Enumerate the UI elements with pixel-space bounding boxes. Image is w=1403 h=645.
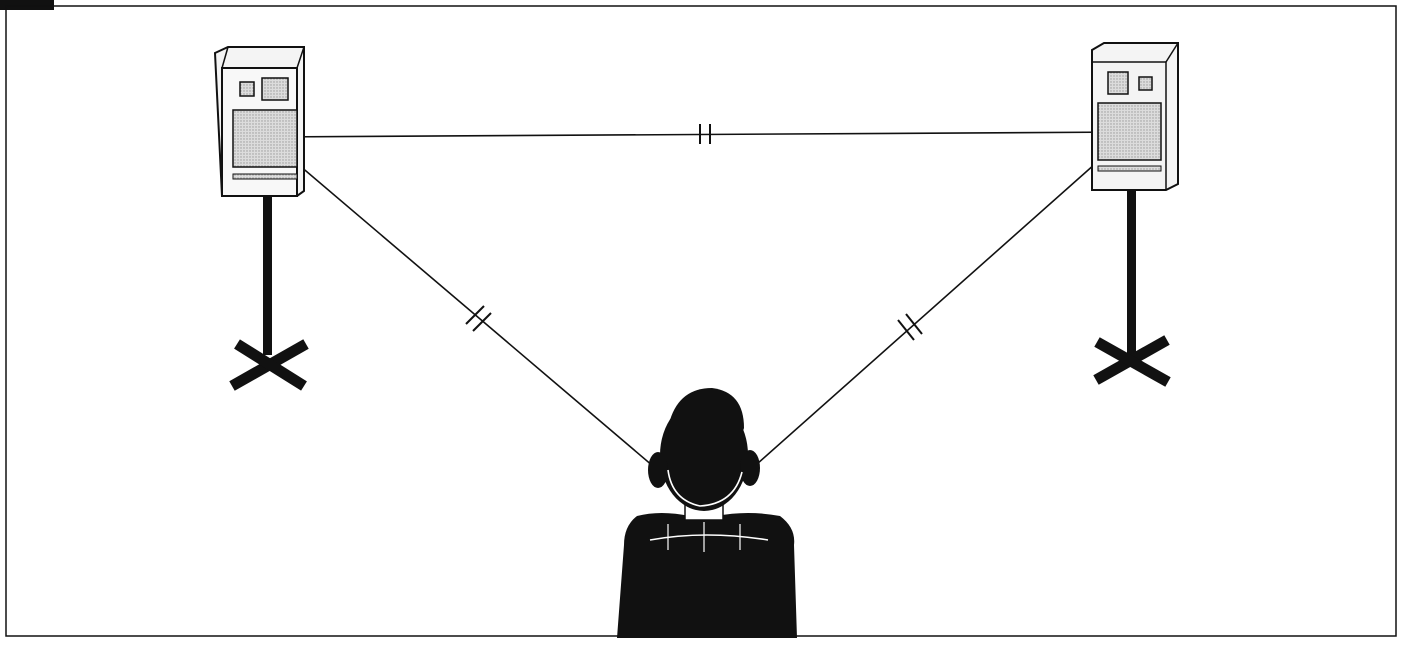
equal-distance-marks (466, 124, 922, 340)
left-speaker-icon (215, 47, 306, 386)
listener-silhouette-icon (617, 388, 797, 638)
right-speaker-icon (1092, 43, 1178, 382)
left-speaker-to-listener-line (266, 137, 660, 472)
speaker-to-speaker-line (266, 132, 1131, 137)
right-speaker-to-listener-line (748, 132, 1131, 472)
